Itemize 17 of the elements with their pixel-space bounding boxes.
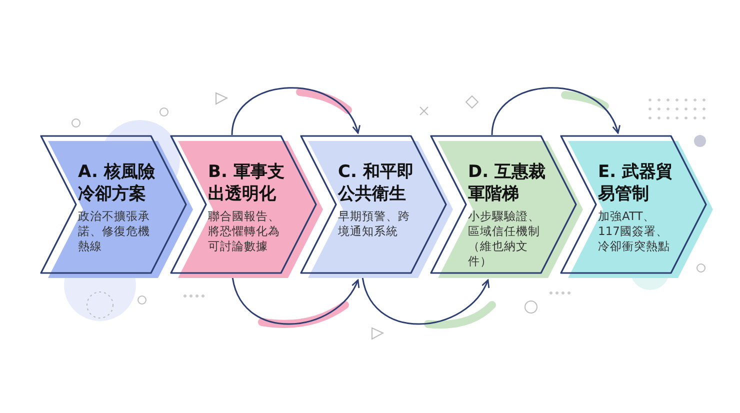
chevron-box (560, 135, 713, 278)
step-heading: D. 互惠裁軍階梯 (468, 161, 546, 205)
step-description: 加強ATT、117國簽署、冷卻衝突熱點 (598, 209, 671, 254)
step-description: 小步驟驗證、區域信任機制（維也納文件） (468, 209, 541, 269)
step-heading: A. 核風險冷卻方案 (78, 161, 156, 205)
curved-arrow (491, 87, 620, 136)
step-heading: E. 武器貿易管制 (598, 161, 674, 205)
step-heading: B. 軍事支出透明化 (208, 161, 286, 205)
step-heading: C. 和平即公共衛生 (338, 161, 415, 205)
chevron-box (300, 135, 453, 278)
curved-arrow (231, 87, 360, 136)
step-description: 政治不擴張承諾、修復危機熱線 (78, 209, 151, 254)
step-description: 早期預警、跨境通知系統 (338, 209, 411, 239)
step-description: 聯合國報告、將恐懼轉化為可討論數據 (208, 209, 281, 254)
chevron-box (430, 135, 583, 278)
chevron-box (170, 135, 323, 278)
chevron-box (40, 135, 193, 278)
